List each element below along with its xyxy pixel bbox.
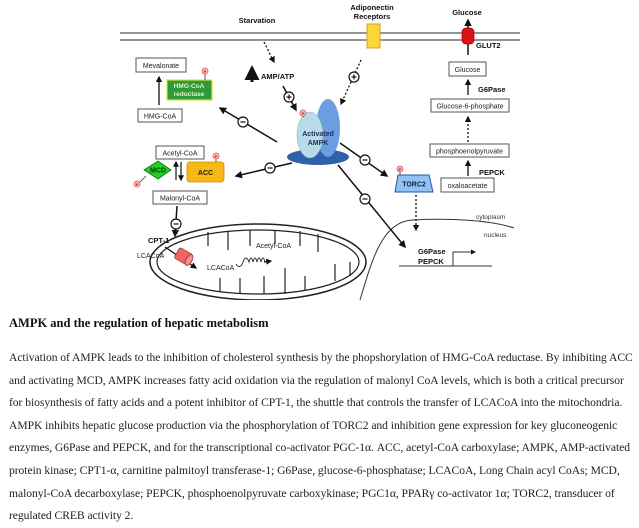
adiponectin-label-line1: Adiponectin: [350, 3, 394, 12]
transcription-start-arrow: [452, 249, 476, 266]
acc-label: ACC: [198, 170, 213, 177]
inhibit-hmgr-icon: [237, 116, 249, 128]
starvation-to-amp-arrow: [263, 41, 275, 64]
activate-adiponectin-icon: [348, 71, 360, 83]
svg-text:P: P: [302, 111, 305, 116]
torc2-label: TORC2: [402, 182, 426, 189]
inhibit-torc2-icon: [359, 154, 371, 166]
beta-oxidation-spiral: [235, 257, 266, 268]
acetyl-coa-mito-label: Acetyl-CoA: [256, 243, 291, 250]
phospho-torc2-icon: P: [396, 165, 404, 175]
pepck-enzyme-label: PEPCK: [479, 168, 505, 177]
nucleus-label: nucleus: [484, 232, 507, 239]
phosphoenolpyruvate-label: phosphoenolpyruvate: [436, 149, 503, 156]
glucose-out-label: Glucose: [452, 8, 482, 17]
inhibit-genes-icon: [359, 193, 371, 205]
gene-pepck-label: PEPCK: [418, 257, 444, 266]
nuclear-envelope: [359, 218, 515, 300]
lcacoa-inside-label: LCACoA: [207, 265, 235, 272]
phospho-hmg-icon: P: [201, 67, 209, 80]
activate-amp-icon: [283, 91, 295, 103]
mevalonate-box: [135, 57, 187, 73]
ampk-label-line1: Activated: [302, 131, 334, 138]
oxaloacetate-label: oxaloacetate: [448, 183, 488, 190]
ampk-inhibits-genes-line: [337, 164, 406, 249]
caption-body: Activation of AMPK leads to the inhibiti…: [9, 351, 633, 523]
acetyl-coa-label: Acetyl-CoA: [162, 151, 197, 158]
cytoplasm-label: cytoplasm: [476, 214, 505, 221]
svg-text:P: P: [136, 182, 139, 187]
phosphoenolpyruvate-box: [429, 143, 510, 158]
ampk-inhibits-hmgr-line: [218, 107, 278, 143]
cpt1-label: CPT-1: [148, 236, 169, 245]
ampk-label-line2: AMPK: [308, 140, 329, 147]
svg-text:P: P: [215, 154, 218, 159]
svg-text:P: P: [204, 69, 207, 74]
adiponectin-label-line2: Receptors: [354, 12, 391, 21]
beta-oxidation-arrow: [263, 258, 273, 265]
acetyl-coa-box: [155, 145, 205, 160]
mcd-label: MCD: [150, 168, 166, 175]
malonyl-coa-box: [152, 190, 208, 205]
hmg-coa-box: [137, 108, 183, 123]
gene-g6pase-label: G6Pase: [418, 247, 446, 256]
inhibit-acc-icon: [264, 162, 276, 174]
cpt1-transporter: [174, 247, 194, 266]
cell-membrane: [120, 32, 520, 41]
hmg-coa-label: HMG-CoA: [144, 114, 177, 121]
mevalonate-label: Mevalonate: [143, 63, 179, 70]
glut2-transporter: [461, 27, 475, 45]
lcacoa-outside-label: LCACoA: [137, 253, 165, 260]
inhibit-cpt1-icon: [170, 218, 182, 230]
glucose-6-phosphate-label: Glucose-6-phosphate: [437, 104, 504, 111]
activated-ampk-complex: Activated AMPK: [287, 99, 349, 165]
caption-title: AMPK and the regulation of hepatic metab…: [9, 316, 269, 330]
torc2-shape: [394, 174, 434, 193]
glucose-6-phosphate-box: [430, 98, 510, 113]
mitochondrion: [149, 223, 367, 300]
adiponectin-receptor: [366, 23, 381, 49]
starvation-label: Starvation: [239, 16, 276, 25]
malonyl-coa-label: Malonyl-CoA: [160, 196, 200, 203]
phospho-mcd-icon: P: [133, 175, 147, 188]
phospho-acc-icon: P: [212, 152, 220, 162]
hmg-coa-reductase-label-line2: reductase: [174, 91, 205, 98]
glucose-box: [448, 61, 487, 77]
amp-atp-label: AMP/ATP: [261, 72, 294, 81]
mcd-diamond: [143, 160, 172, 180]
hmg-coa-reductase-label-line1: HMG-CoA: [174, 83, 205, 90]
ampk-inhibits-acc-line: [234, 162, 293, 179]
glut2-label: GLUT2: [476, 41, 501, 50]
adiponectin-to-ampk-arrow: [340, 59, 362, 106]
ampk-pathway-diagram: Starvation Adiponectin Receptors Glucose…: [120, 3, 520, 300]
phospho-ampk-icon: P: [299, 109, 307, 118]
glucose-label: Glucose: [455, 67, 481, 74]
svg-text:P: P: [399, 167, 402, 172]
g6pase-enzyme-label: G6Pase: [478, 85, 506, 94]
oxaloacetate-box: [440, 177, 495, 193]
hmg-coa-reductase-box: [166, 79, 213, 101]
acc-box: [186, 161, 225, 183]
